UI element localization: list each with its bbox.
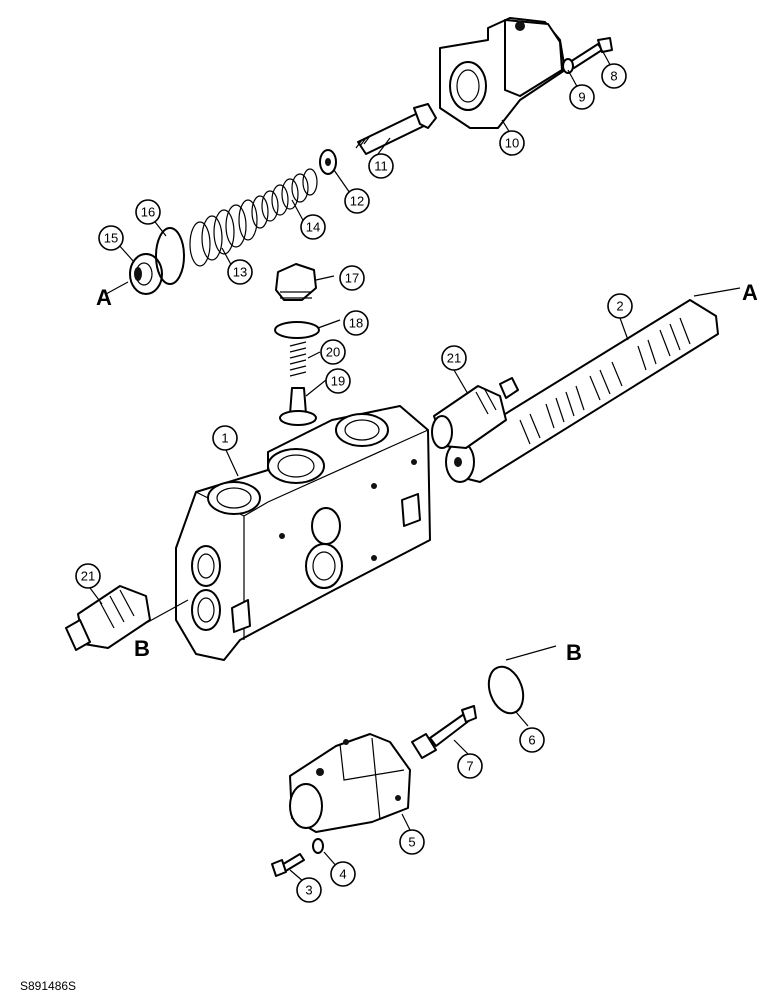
leader-lines [89,49,741,883]
svg-text:15: 15 [104,231,118,246]
callout-4: 4 [330,861,356,887]
svg-text:3: 3 [305,883,312,898]
end-cap-top-part [439,17,566,129]
svg-text:21: 21 [447,351,461,366]
spool-2-part [445,299,719,483]
spring-13-14-part [189,168,318,267]
section-letter-b-right: B [566,640,582,665]
svg-text:21: 21 [81,569,95,584]
rod-11-part [355,103,437,155]
callout-11: 11 [368,153,394,179]
bolt-8-part [569,37,613,69]
o-ring-16-part [155,227,185,285]
callout-17: 17 [339,265,365,291]
callout-8: 8 [601,63,627,89]
section-letter-a-right: A [742,280,758,305]
callout-6: 6 [519,727,545,753]
bolt-7-part [411,705,477,759]
relief-valve-21-upper-part [431,377,519,449]
callout-1: 1 [212,425,238,451]
svg-text:13: 13 [233,265,247,280]
callout-15: 15 [98,225,124,251]
callout-12: 12 [344,188,370,214]
callout-21-upper: 21 [441,345,467,371]
washer-4-part [312,838,324,854]
svg-text:18: 18 [349,316,363,331]
svg-text:5: 5 [408,835,415,850]
svg-text:2: 2 [616,299,623,314]
end-cap-bottom-part [289,733,411,833]
svg-text:12: 12 [350,194,364,209]
section-letter-b-left: B [134,636,150,661]
svg-text:20: 20 [326,345,340,360]
washer-9-part [562,58,574,74]
svg-text:9: 9 [578,90,585,105]
svg-text:4: 4 [339,867,346,882]
svg-text:10: 10 [505,136,519,151]
callout-10: 10 [499,130,525,156]
callout-16: 16 [135,199,161,225]
callout-3: 3 [296,877,322,903]
o-ring-6-part [487,665,525,715]
callout-19: 19 [325,368,351,394]
svg-text:1: 1 [221,431,228,446]
washer-12-part [319,149,337,175]
callout-9: 9 [569,84,595,110]
callout-13: 13 [227,259,253,285]
callout-18: 18 [343,310,369,336]
callout-7: 7 [457,753,483,779]
figure-reference: S891486S [20,979,76,993]
svg-text:8: 8 [610,69,617,84]
o-ring-18-part [274,321,320,339]
callout-20: 20 [320,339,346,365]
callout-5: 5 [399,829,425,855]
callout-2: 2 [607,293,633,319]
spring-20-part [289,341,307,377]
valve-body-1-part [175,405,431,661]
plug-17-part [275,263,317,301]
svg-text:11: 11 [374,159,388,174]
svg-text:16: 16 [141,205,155,220]
relief-valve-21-lower-part [65,585,151,651]
svg-text:14: 14 [306,220,320,235]
section-letter-a-left: A [96,285,112,310]
svg-text:7: 7 [466,759,473,774]
svg-text:17: 17 [345,271,359,286]
callout-21-lower: 21 [75,563,101,589]
callout-14: 14 [300,214,326,240]
nut-15-part [129,253,163,295]
svg-text:6: 6 [528,733,535,748]
svg-text:19: 19 [331,374,345,389]
poppet-19-part [279,387,317,426]
bolt-3-part [271,853,305,877]
